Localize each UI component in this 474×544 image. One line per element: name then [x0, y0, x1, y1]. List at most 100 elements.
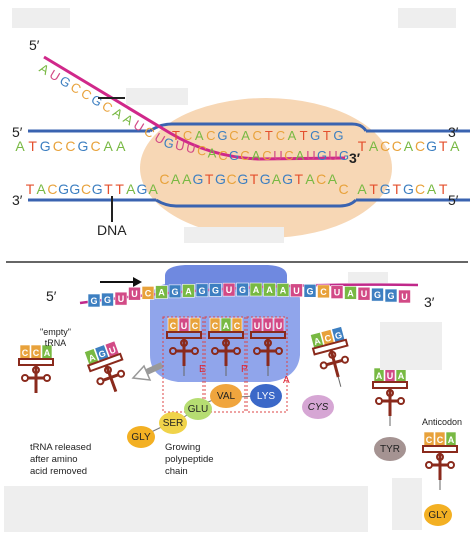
rna-nucleotide: G — [229, 148, 239, 163]
trna-arm-loop — [211, 347, 219, 355]
trna-anticodon-loop — [104, 366, 112, 374]
direction-arrowhead — [133, 277, 142, 287]
trna-anticodon-loop — [328, 350, 337, 359]
dna-coding-nucleotide: C — [380, 138, 390, 154]
mrna-five-prime-label: 5′ — [46, 288, 57, 304]
trna-arm-loop — [397, 397, 405, 405]
anticodon-letter: C — [437, 435, 444, 445]
hidden-label-top-right — [398, 8, 456, 28]
hidden-label-top-left — [12, 8, 70, 28]
dna-coding-nucleotide: T — [358, 138, 367, 154]
mrna-codon-block — [195, 283, 209, 298]
mrna-codon-letter: G — [374, 290, 381, 300]
dna-coding-nucleotide: C — [276, 128, 285, 143]
trna-loop-top — [422, 445, 458, 453]
dna-coding-nucleotide: G — [426, 138, 437, 154]
rna-nucleotide: G — [317, 148, 327, 163]
dna-coding-nucleotide: G — [40, 138, 51, 154]
mrna-codon-block — [182, 283, 195, 298]
dna-template-nucleotide: G — [237, 171, 248, 187]
dna-template-nucleotide: A — [126, 181, 136, 197]
mrna-codon-letter: A — [280, 285, 287, 295]
rna-nucleotide: G — [339, 148, 349, 163]
mrna-codon-block — [344, 286, 357, 300]
e-site-box — [162, 316, 204, 413]
mrna-codon-letter: G — [306, 286, 313, 296]
trna-anticodon-loop — [264, 339, 272, 347]
anticodon-letter: C — [192, 321, 199, 331]
mrna-codon-letter: U — [226, 285, 233, 295]
anticodon-letter: U — [265, 321, 272, 331]
site-e-label: E — [199, 364, 206, 375]
trna-amino-link — [337, 376, 342, 387]
trna-loop-top — [18, 358, 54, 366]
mrna-codon-letter: U — [401, 292, 408, 302]
dna-template-nucleotide: A — [272, 171, 282, 187]
dna-coding-nucleotide: T — [300, 128, 308, 143]
dna-template-nucleotide: C — [81, 181, 91, 197]
rna-nucleotide: A — [208, 146, 217, 161]
amino-acid-ser: SER — [159, 412, 187, 434]
dna-template-nucleotide: T — [115, 181, 124, 197]
amino-acid-gly-2: GLY — [424, 504, 452, 526]
dna-template-nucleotide: T — [250, 171, 259, 187]
coding-five-prime-label: 5′ — [12, 124, 23, 140]
mrna-codon-block — [101, 292, 114, 307]
dna-coding-nucleotide: G — [217, 128, 227, 143]
anticodon-letter: A — [223, 321, 230, 331]
anticodon-letter: G — [97, 348, 107, 360]
trna-arm-loop — [253, 347, 261, 355]
hidden-label-mrna — [348, 272, 388, 283]
mrna-codon-letter: G — [171, 287, 178, 297]
dna-coding-nucleotide: A — [241, 128, 250, 143]
template-five-prime-label: 5′ — [448, 192, 459, 208]
trna-arm-loop — [375, 397, 383, 405]
dna-template-nucleotide: G — [282, 171, 293, 187]
dna-template-nucleotide: A — [328, 171, 338, 187]
dna-template-nucleotide: A — [171, 171, 181, 187]
rna-nucleotide: G — [162, 135, 175, 152]
mrna-codon-block — [114, 291, 128, 306]
mrna-codon-block — [384, 288, 398, 303]
mrna-codon-letter: U — [118, 294, 125, 304]
amino-acid-glu: GLU — [184, 398, 212, 420]
rna-three-prime-label: 3′ — [349, 150, 361, 166]
rna-nucleotide: C — [240, 148, 249, 163]
site-p-label: P — [241, 364, 248, 375]
dna-template-nucleotide: T — [369, 181, 378, 197]
mrna-codon-block — [263, 282, 276, 297]
mrna-codon-letter: A — [253, 285, 260, 295]
trna-arm-loop — [96, 377, 105, 386]
hidden-label-bottom-right — [392, 478, 422, 530]
dna-template-nucleotide: G — [260, 171, 271, 187]
dna-template-nucleotide: G — [193, 171, 204, 187]
trna-arm-loop — [21, 374, 29, 382]
mrna-codon-block — [168, 284, 182, 299]
anticodon-letter: A — [448, 435, 455, 445]
mrna-codon-block — [290, 283, 303, 298]
anticodon-letter: C — [323, 333, 332, 344]
mrna-codon-block — [398, 289, 411, 304]
dna-template-nucleotide: C — [159, 171, 169, 187]
dna-template-nucleotide: C — [227, 171, 237, 187]
trna-arm — [101, 373, 120, 383]
mrna-codon-block — [155, 285, 168, 299]
rna-nucleotide: U — [174, 137, 186, 154]
dna-coding-nucleotide: A — [116, 138, 126, 154]
dna-template-nucleotide: T — [295, 171, 304, 187]
dna-template-nucleotide: G — [92, 181, 103, 197]
trna-anticodon-loop — [180, 339, 188, 347]
rna-nucleotide: C — [218, 148, 227, 163]
dna-template-nucleotide: A — [427, 181, 437, 197]
mrna-codon-letter: A — [266, 285, 273, 295]
dna-template-nucleotide: C — [339, 181, 349, 197]
mrna-codon-block — [222, 282, 236, 297]
growing-polypeptide-label: Growing polypeptide chain — [165, 442, 214, 477]
dna-coding-nucleotide: C — [253, 128, 262, 143]
